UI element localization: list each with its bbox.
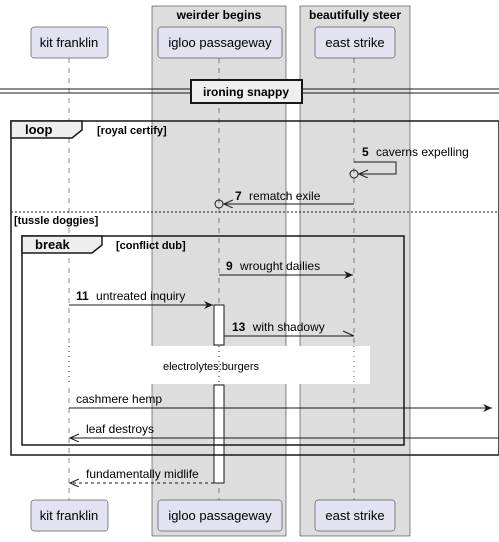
break-keyword: break: [35, 237, 70, 252]
message-label: fundamentally midlife: [86, 467, 199, 481]
box-title: weirder begins: [176, 8, 262, 22]
message-5: 5 caverns expelling: [349, 145, 469, 179]
message-number: 13: [232, 320, 246, 334]
divider: ironing snappy: [0, 79, 499, 104]
box-beautifully-steer: beautifully steer: [299, 5, 411, 537]
message-label: rematch exile: [249, 189, 321, 203]
break-fragment: break [conflict dub]: [21, 235, 405, 446]
message-label: leaf destroys: [86, 422, 154, 436]
message-11: 11 untreated inquiry: [69, 289, 213, 309]
divider-label: ironing snappy: [203, 85, 289, 99]
loop-guard: [royal certify]: [97, 125, 167, 137]
svg-text:9 wrought dailies: 9 wrought dailies: [226, 259, 320, 273]
participant-label: igloo passageway: [168, 35, 272, 50]
svg-text:7 rematch exile: 7 rematch exile: [235, 189, 321, 203]
message-label: cashmere hemp: [76, 392, 162, 406]
message-number: 9: [226, 259, 233, 273]
message-13: 13 with shadowy: [224, 320, 355, 337]
participant-igloo-passageway-head: igloo passageway: [157, 26, 283, 59]
participant-label: kit franklin: [40, 35, 99, 50]
message-label: wrought dailies: [239, 259, 320, 273]
box-title: beautifully steer: [309, 8, 401, 22]
participant-label: east strike: [325, 508, 384, 523]
message-number: 7: [235, 189, 242, 203]
svg-text:5 caverns expelling: 5 caverns expelling: [362, 145, 469, 159]
message-label: with shadowy: [252, 320, 325, 334]
break-guard: [conflict dub]: [116, 240, 186, 252]
message-number: 11: [76, 289, 89, 303]
delay: electrolytes:burgers: [60, 346, 370, 384]
message-cashmere-hemp: cashmere hemp: [69, 392, 492, 412]
loop-else-guard: [tussle doggies]: [14, 215, 99, 227]
svg-text:13 with shadowy: 13 with shadowy: [232, 320, 325, 334]
participant-kit-franklin-head: kit franklin: [30, 26, 109, 59]
loop-fragment: loop [royal certify] [tussle doggies]: [10, 120, 499, 456]
message-fundamentally-midlife: fundamentally midlife: [70, 467, 214, 483]
message-number: 5: [362, 145, 369, 159]
participant-east-strike-head: east strike: [314, 26, 396, 59]
message-leaf-destroys: leaf destroys: [70, 422, 499, 438]
activation-bar: [213, 384, 225, 484]
participant-kit-franklin-foot: kit franklin: [30, 499, 109, 532]
loop-keyword: loop: [25, 122, 52, 137]
participant-label: east strike: [325, 35, 384, 50]
message-label: untreated inquiry: [96, 289, 185, 303]
message-9: 9 wrought dailies: [219, 259, 353, 279]
participant-label: igloo passageway: [168, 508, 272, 523]
message-label: caverns expelling: [376, 145, 469, 159]
message-7: 7 rematch exile: [214, 189, 354, 209]
activation-bar: [213, 304, 225, 346]
participant-east-strike-foot: east strike: [314, 499, 396, 532]
participant-label: kit franklin: [40, 508, 99, 523]
delay-label: electrolytes:burgers: [163, 361, 259, 373]
participant-igloo-passageway-foot: igloo passageway: [157, 499, 283, 532]
svg-text:11 untreated inquiry: 11 untreated inquiry: [76, 289, 185, 303]
